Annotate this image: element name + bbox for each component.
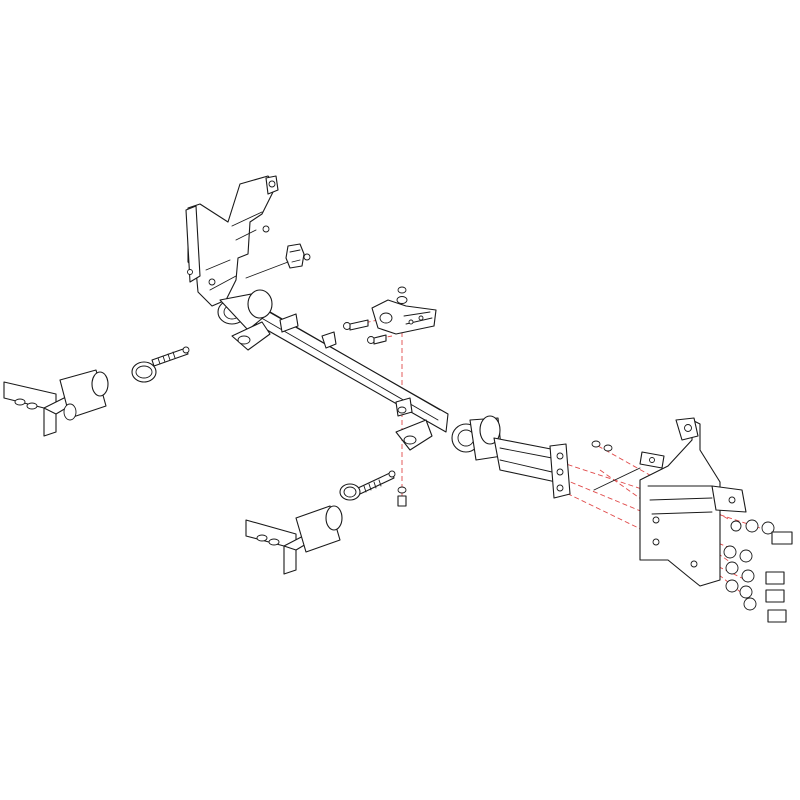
left-frame-bracket xyxy=(185,175,279,307)
crossbar xyxy=(217,289,503,461)
bolt-left-top xyxy=(245,243,311,279)
left-hitch-pin xyxy=(131,346,190,383)
left-removable-tab xyxy=(3,369,109,437)
right-frame-bracket xyxy=(493,437,571,499)
right-hardware xyxy=(591,440,793,623)
right-outer-bracket xyxy=(593,417,747,587)
clamp-hardware xyxy=(343,286,408,507)
right-removable-tab xyxy=(245,505,343,575)
right-hitch-pin xyxy=(339,470,396,501)
center-clamp-bracket xyxy=(371,299,437,335)
